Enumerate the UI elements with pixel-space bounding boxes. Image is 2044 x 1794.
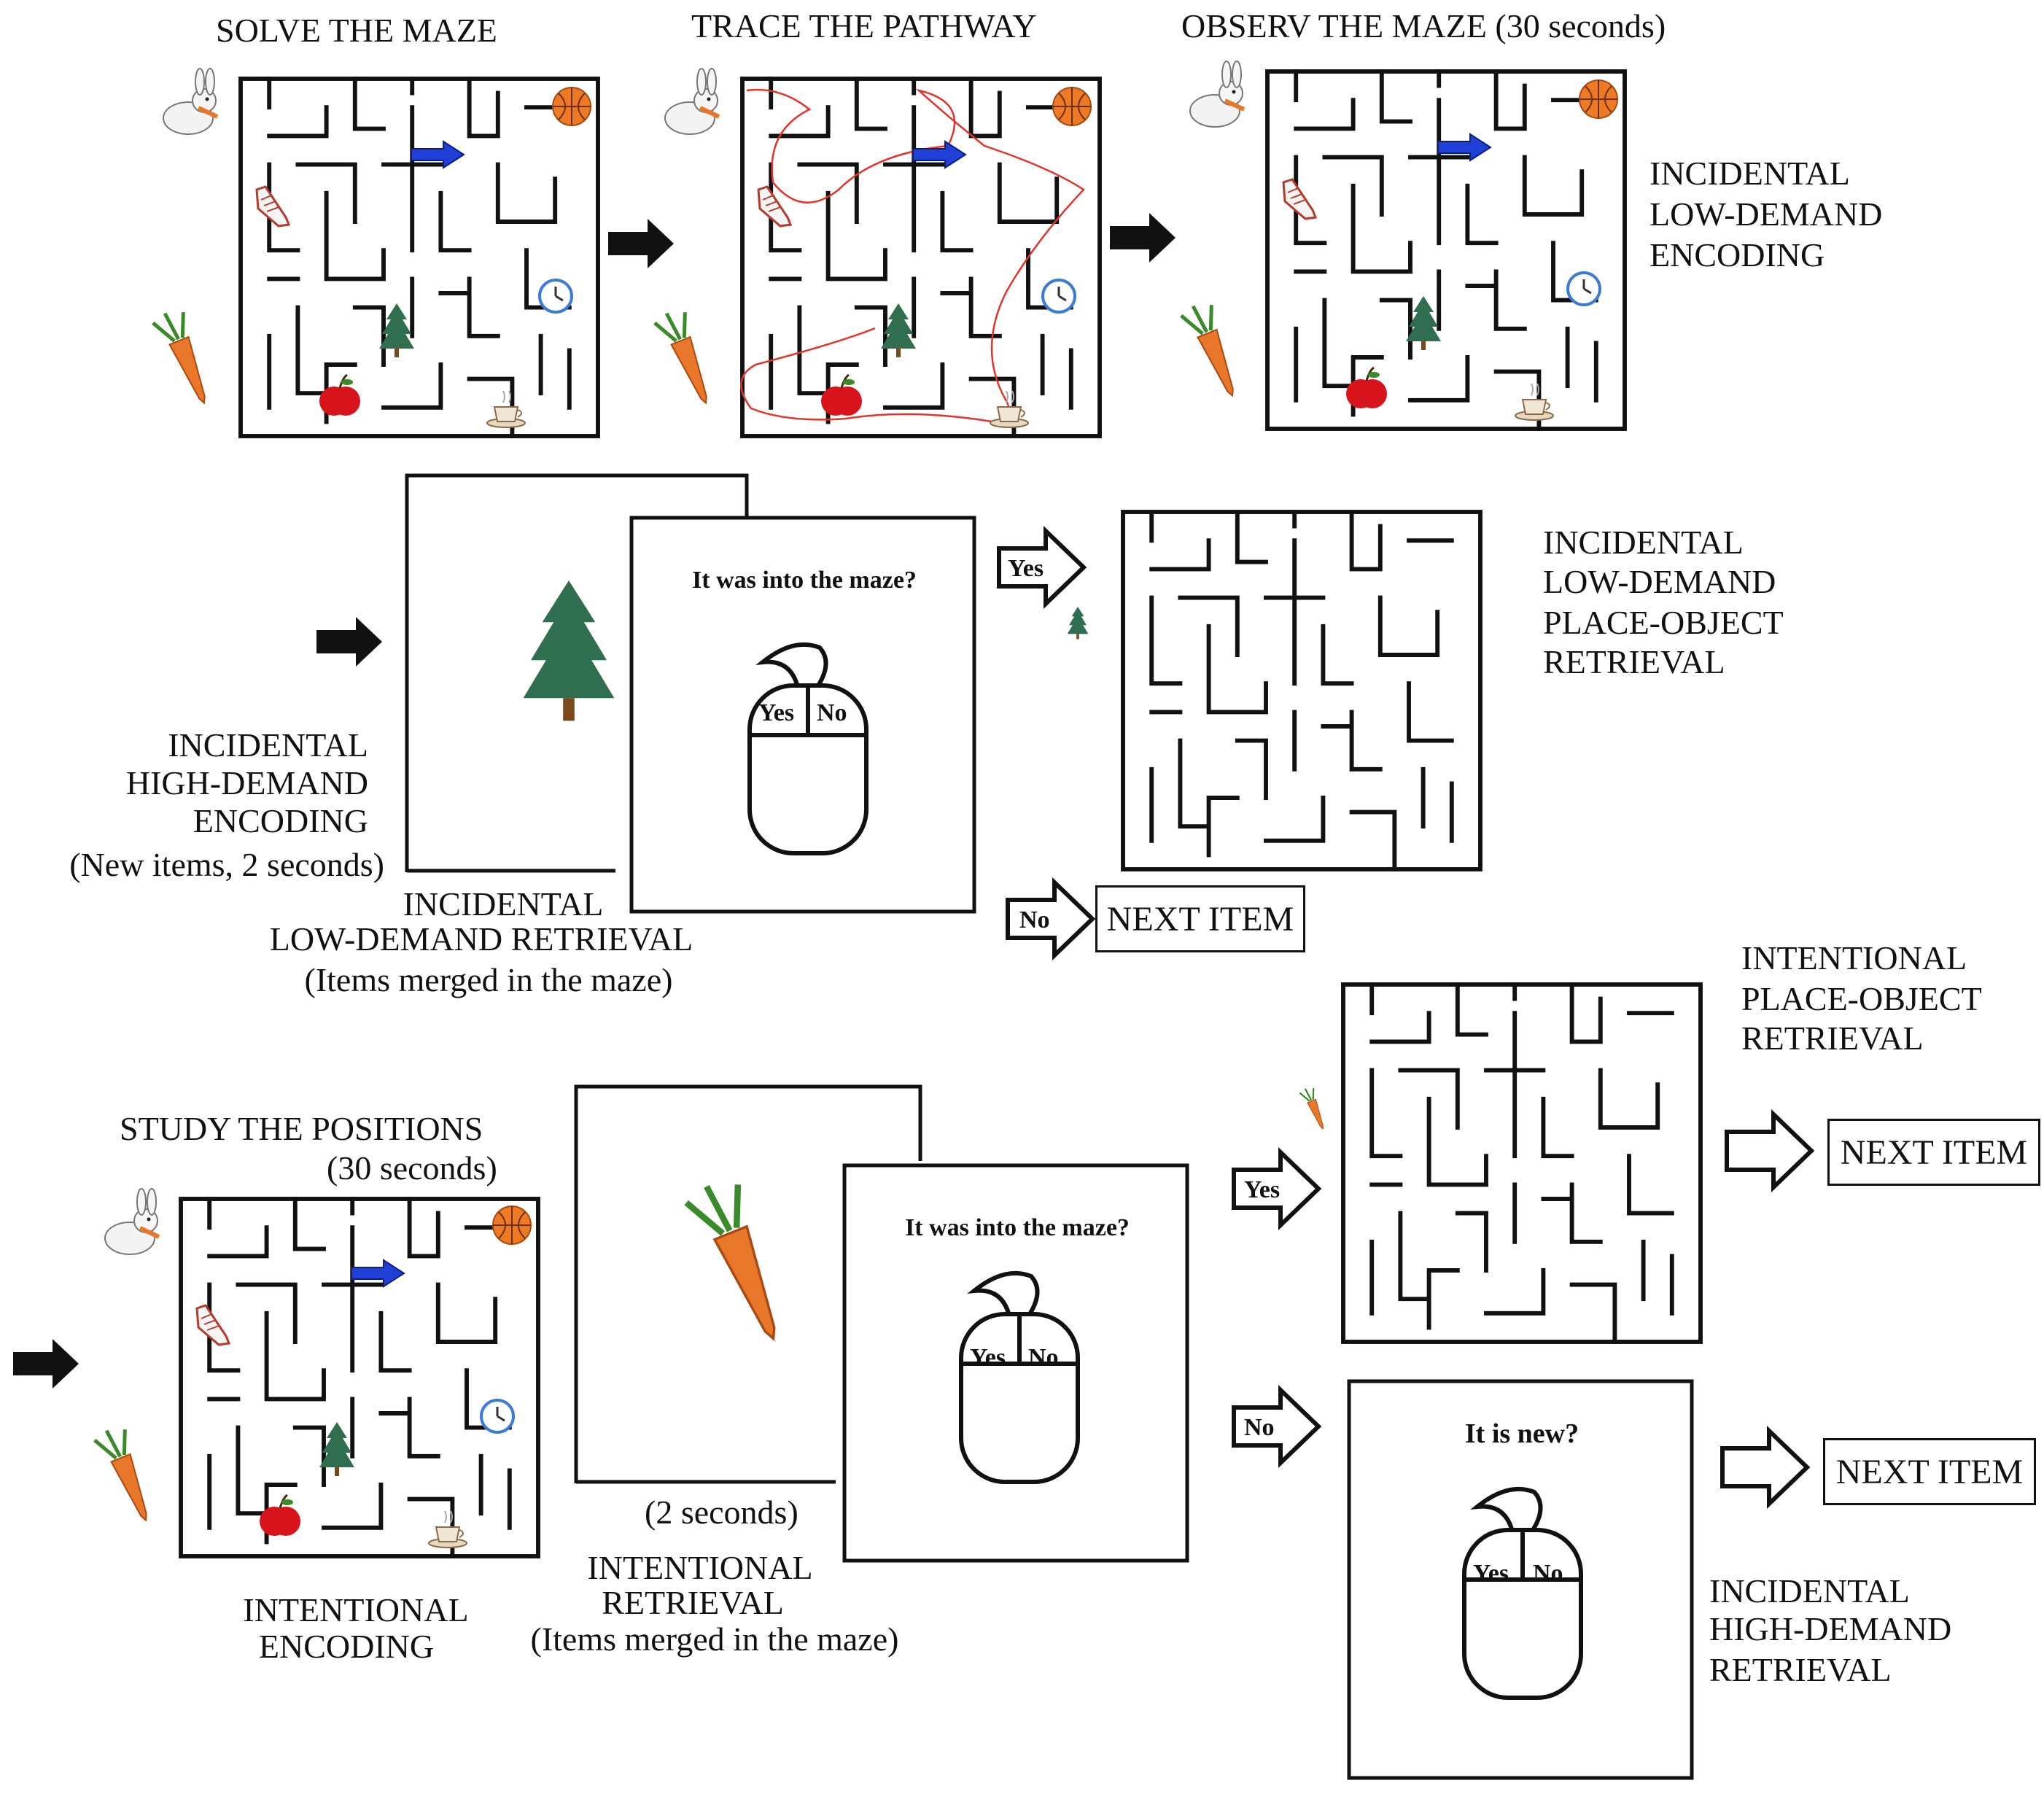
basketball-icon [492,1205,532,1245]
coffee-cup-icon [990,390,1029,428]
black-arrow-icon [13,1339,79,1389]
rabbit-icon [105,1189,159,1254]
step-observe: OBSERV THE MAZE (30 seconds) [1181,7,1666,44]
carrot-icon [1180,300,1242,400]
mouse-no-button[interactable]: No [1028,1344,1059,1371]
clock-icon [1041,279,1076,314]
maze-place-object-1 [1067,512,1480,869]
shoe-icon [1282,178,1317,220]
carrot-icon [152,307,214,407]
outline-arrow-icon [1722,1431,1807,1504]
black-arrow-icon [608,219,674,268]
step-trace: TRACE THE PATHWAY [691,7,1037,44]
black-arrow-icon [1110,213,1176,263]
rabbit-icon [1190,61,1244,127]
arrow-yes-label: Yes [1008,555,1044,582]
arrow-no-label: No [1019,906,1050,933]
maze-trace [653,69,1100,436]
carrot-icon [1298,1084,1329,1132]
label-two-seconds: (2 seconds) [645,1494,798,1531]
mouse-yes-button[interactable]: Yes [970,1344,1006,1371]
coffee-cup-icon [486,390,526,428]
next-item-box: NEXT ITEM [1095,885,1305,952]
tree-icon [1067,607,1089,640]
question-card-3 [1347,1379,1694,1780]
question-text: It was into the maze? [692,567,917,594]
basketball-icon [1579,79,1618,119]
clock-icon [480,1399,515,1434]
black-arrow-icon [316,617,382,667]
question-text: It was into the maze? [905,1214,1130,1241]
coffee-cup-icon [1515,383,1554,421]
mouse-yes-button[interactable]: Yes [1473,1560,1509,1587]
blue-arrow-icon [351,1259,405,1287]
coffee-cup-icon [428,1510,467,1548]
carrot-icon [653,307,715,407]
back-card-tree [405,473,749,873]
arrow-yes-label: Yes [1244,1176,1281,1203]
question-card-2 [842,1163,1189,1563]
maze-place-object-2 [1298,985,1701,1342]
mouse-no-button[interactable]: No [817,699,847,726]
shoe-icon [255,185,290,228]
maze-observe [1180,61,1625,429]
traced-path [740,88,1085,425]
rabbit-icon [163,69,217,134]
clock-icon [538,279,573,314]
rabbit-icon [665,69,719,134]
shoe-icon [757,185,792,228]
back-card-carrot [574,1084,922,1484]
mouse-no-button[interactable]: No [1533,1560,1563,1587]
basketball-icon [552,87,591,126]
carrot-icon [93,1424,155,1524]
step-solve: SOLVE THE MAZE [216,12,497,49]
shoe-icon [195,1304,230,1346]
mouse-yes-button[interactable]: Yes [758,699,795,726]
outline-arrow-icon [1727,1114,1811,1187]
clock-icon [1566,271,1601,306]
question-text: It is new? [1464,1418,1579,1449]
arrow-no-label: No [1244,1414,1275,1441]
basketball-icon [1052,87,1092,126]
maze-solve [152,69,598,436]
next-item-box: NEXT ITEM [1827,1119,2040,1186]
question-card-1 [629,516,976,914]
maze-study [93,1189,538,1556]
next-item-box: NEXT ITEM [1823,1438,2036,1505]
